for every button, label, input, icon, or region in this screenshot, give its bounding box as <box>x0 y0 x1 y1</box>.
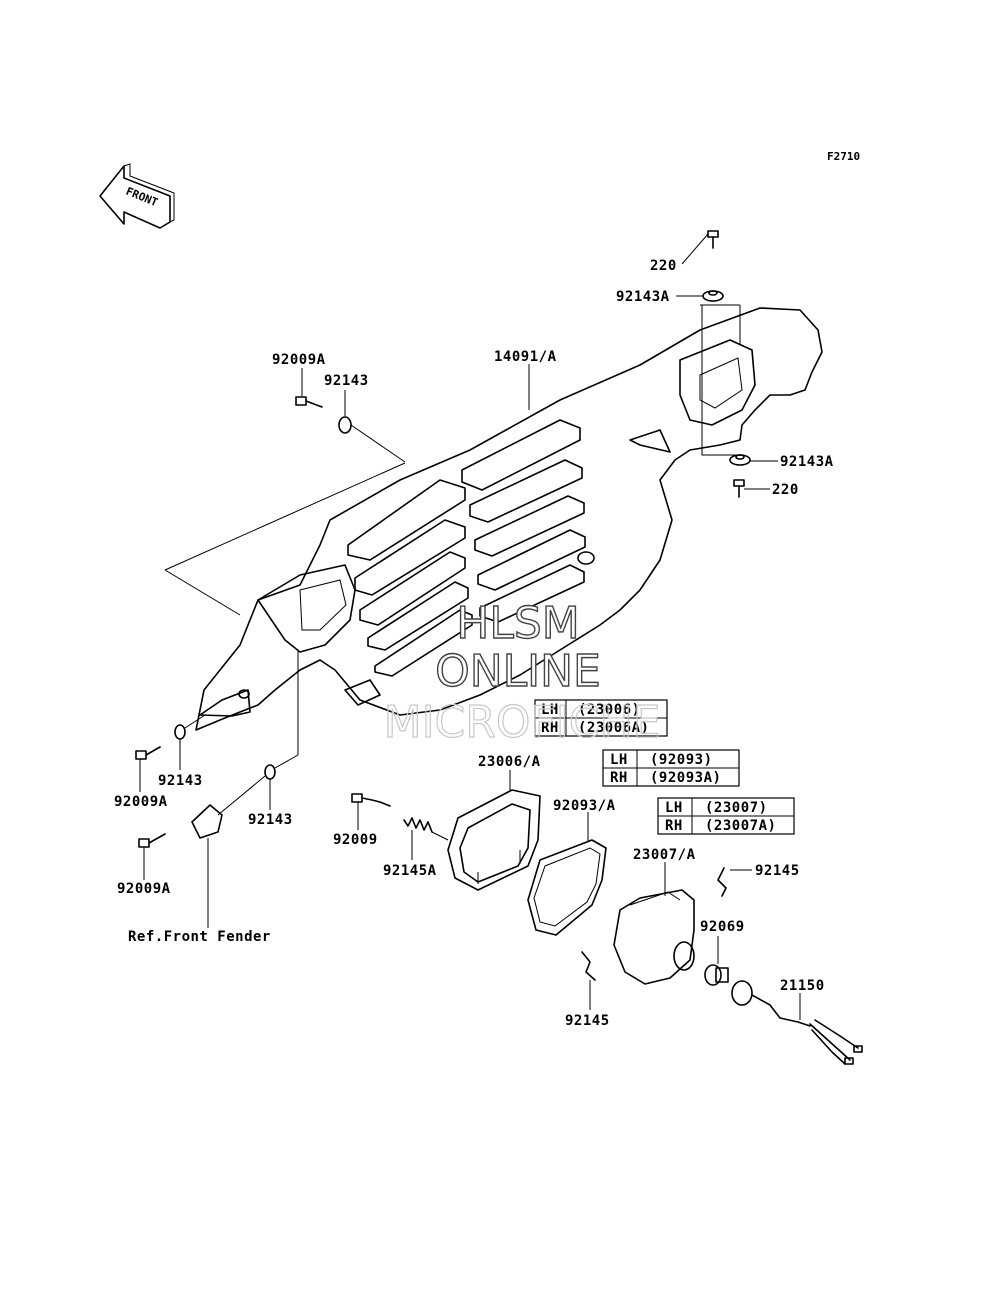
front-arrow-label: FRONT <box>124 185 160 210</box>
table-23006: LH (23006) RH (23006A) <box>534 699 668 737</box>
t23006-row2-part: (23006A) <box>578 720 649 736</box>
leader-lines <box>139 233 801 1020</box>
label-92009: 92009 <box>333 832 378 848</box>
bolt-92009A-left <box>135 746 161 760</box>
bracket-front-fender <box>191 775 266 839</box>
grommet-92143-top <box>338 416 406 463</box>
socket-21150 <box>731 980 863 1065</box>
grommet-92143A-top <box>702 290 724 302</box>
washer-92143-left <box>174 714 206 740</box>
label-220-top: 220 <box>650 258 677 274</box>
label-92093: 92093/A <box>553 798 616 814</box>
t23006-row1-side: LH <box>541 702 559 718</box>
grommet-92143A-right <box>729 454 751 466</box>
t23007-row2-part: (23007A) <box>705 818 776 834</box>
clip-92145-bottom <box>581 951 596 981</box>
label-92143-mid: 92143 <box>248 812 293 828</box>
label-92009A-left: 92009A <box>114 794 168 810</box>
screw-220-right <box>733 479 745 498</box>
watermark-line-1: HLSM <box>456 598 580 649</box>
label-220-right: 220 <box>772 482 799 498</box>
table-92093: LH (92093) RH (92093A) <box>602 749 740 787</box>
label-92143-left: 92143 <box>158 773 203 789</box>
front-arrow-icon: FRONT <box>99 163 175 229</box>
label-92145-right: 92145 <box>755 863 800 879</box>
watermark: HLSM ONLINE MICROFICHE <box>383 597 661 748</box>
label-92145-bottom: 92145 <box>565 1013 610 1029</box>
spring-92145A <box>403 817 449 841</box>
label-92143A-right: 92143A <box>780 454 834 470</box>
t23007-row2-side: RH <box>665 818 683 834</box>
label-92009A-bottom: 92009A <box>117 881 171 897</box>
t23006-row1-part: (23006) <box>578 702 641 718</box>
figure-code: F2710 <box>827 150 860 163</box>
watermark-line-2: ONLINE <box>435 646 601 697</box>
t23007-row1-side: LH <box>665 800 683 816</box>
t23007-row1-part: (23007) <box>705 800 768 816</box>
label-92069: 92069 <box>700 919 745 935</box>
label-92143-top: 92143 <box>324 373 369 389</box>
label-92009A-top: 92009A <box>272 352 326 368</box>
bolt-92009 <box>351 793 391 807</box>
label-92143A-top: 92143A <box>616 289 670 305</box>
headlight-unit-23007 <box>613 889 695 985</box>
headlight-cover-14091 <box>164 304 823 731</box>
label-92145A: 92145A <box>383 863 437 879</box>
label-21150: 21150 <box>780 978 825 994</box>
label-23007: 23007/A <box>633 847 696 863</box>
bolt-92009A-bottom <box>138 833 166 848</box>
headlight-rim-23006 <box>447 789 541 891</box>
t92093-row1-side: LH <box>610 752 628 768</box>
callout-labels: 220 92143A 14091/A 92009A 92143 92143A 2… <box>114 258 834 1029</box>
clip-92145-right <box>717 867 727 897</box>
washer-92143-mid <box>264 650 299 780</box>
t92093-row1-part: (92093) <box>650 752 713 768</box>
t92093-row2-side: RH <box>610 770 628 786</box>
t92093-row2-part: (92093A) <box>650 770 721 786</box>
label-23006: 23006/A <box>478 754 541 770</box>
gasket-92093 <box>527 839 607 936</box>
bolt-92009A-top <box>295 396 323 408</box>
bulb-92069 <box>704 964 729 986</box>
screw-220-top <box>707 230 719 249</box>
label-ref-front-fender: Ref.Front Fender <box>128 929 271 945</box>
table-23007: LH (23007) RH (23007A) <box>657 797 795 835</box>
label-14091: 14091/A <box>494 349 557 365</box>
t23006-row2-side: RH <box>541 720 559 736</box>
watermark-line-3: MICROFICHE <box>384 697 661 748</box>
